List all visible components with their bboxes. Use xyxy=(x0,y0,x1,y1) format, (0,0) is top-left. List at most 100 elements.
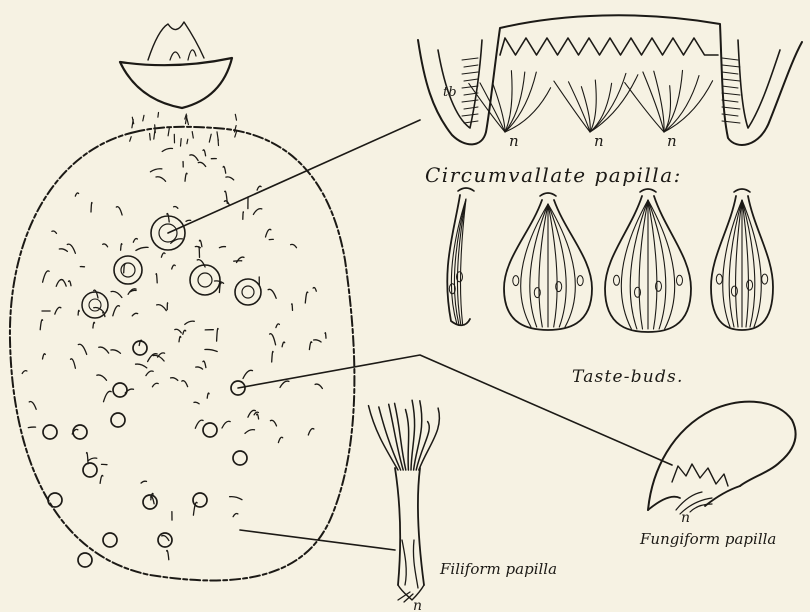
texture-stroke xyxy=(203,150,206,156)
texture-stroke xyxy=(29,401,36,409)
texture-stroke xyxy=(257,414,259,419)
taste-bud-nucleus xyxy=(513,276,519,286)
bud-hatch xyxy=(464,107,478,109)
texture-stroke xyxy=(205,349,217,351)
texture-stroke xyxy=(257,186,261,190)
texture-stroke xyxy=(195,420,203,428)
texture-stroke xyxy=(28,427,35,428)
label-nerve-2: n xyxy=(594,132,604,150)
texture-stroke xyxy=(157,305,167,311)
texture-stroke xyxy=(209,134,211,142)
texture-stroke xyxy=(199,247,200,257)
texture-stroke xyxy=(203,361,206,368)
texture-stroke xyxy=(233,514,238,517)
texture-stroke xyxy=(55,307,61,314)
texture-stroke xyxy=(87,453,89,464)
taste-bud-cell xyxy=(539,204,548,327)
label-nerve-5: n xyxy=(413,598,422,612)
texture-stroke xyxy=(223,166,226,173)
texture-stroke xyxy=(78,310,79,315)
filiform-thread xyxy=(414,401,422,470)
fungiform-dot xyxy=(73,425,87,439)
taste-bud xyxy=(711,189,773,330)
taste-bud xyxy=(605,189,691,332)
texture-stroke xyxy=(266,229,271,237)
texture-stroke xyxy=(93,322,95,328)
taste-bud-cell xyxy=(736,200,742,327)
texture-stroke xyxy=(185,321,195,324)
fungiform-dot xyxy=(103,533,117,547)
texture-stroke xyxy=(230,497,242,500)
texture-stroke xyxy=(196,367,203,369)
texture-stroke xyxy=(217,329,219,342)
texture-stroke xyxy=(162,148,172,151)
taste-bud-cell xyxy=(742,200,748,327)
fungiform-dot xyxy=(83,463,97,477)
bud-hatch xyxy=(722,86,738,88)
texture-stroke xyxy=(183,330,186,334)
taste-bud-cell xyxy=(521,204,548,327)
texture-stroke xyxy=(276,324,280,328)
texture-stroke xyxy=(313,287,316,291)
fungiform-dot xyxy=(113,383,127,397)
texture-stroke xyxy=(91,202,92,212)
taste-bud-nucleus xyxy=(747,280,753,290)
trench-buds xyxy=(462,58,740,123)
taste-bud xyxy=(504,193,592,330)
texture-stroke xyxy=(187,118,189,125)
texture-stroke xyxy=(43,271,50,282)
texture-stroke xyxy=(94,290,98,298)
texture-stroke xyxy=(192,132,193,138)
taste-bud-nucleus xyxy=(716,274,722,284)
label-circumvallate: Circumvallate papilla: xyxy=(425,163,682,187)
texture-stroke xyxy=(272,351,273,362)
texture-stroke xyxy=(315,384,322,388)
fungiform-dot xyxy=(193,493,207,507)
labels: Circumvallate papilla: Taste-buds. Filif… xyxy=(413,85,776,612)
taste-bud-pore xyxy=(540,193,556,196)
label-nerve-1: n xyxy=(509,132,519,150)
label-fungiform: Fungiform papilla xyxy=(639,530,776,548)
texture-stroke xyxy=(245,430,255,434)
fungiform-dot xyxy=(78,553,92,567)
label-filiform: Filiform papilla xyxy=(439,560,557,578)
texture-stroke xyxy=(278,437,282,442)
label-nerve-3: n xyxy=(667,132,677,150)
texture-stroke xyxy=(182,381,188,387)
texture-stroke xyxy=(198,162,205,166)
filiform-thread xyxy=(369,406,399,470)
bud-hatch xyxy=(462,58,478,60)
texture-stroke xyxy=(100,475,103,483)
bud-hatch xyxy=(462,114,478,116)
texture-stroke xyxy=(291,244,297,247)
fungiform-dot xyxy=(43,425,57,439)
texture-stroke xyxy=(185,173,187,181)
texture-stroke xyxy=(136,364,147,368)
texture-stroke xyxy=(40,320,42,330)
texture-stroke xyxy=(268,289,276,298)
texture-stroke xyxy=(222,421,230,428)
texture-stroke xyxy=(194,402,199,404)
taste-bud-cell xyxy=(648,200,657,329)
texture-stroke xyxy=(71,359,76,368)
circumvallate-section xyxy=(418,15,802,145)
taste-buds-drawing xyxy=(447,188,773,332)
texture-stroke xyxy=(167,213,169,222)
taste-bud-pore xyxy=(734,189,750,192)
texture-stroke xyxy=(168,128,169,136)
texture-stroke xyxy=(270,334,276,345)
texture-stroke xyxy=(59,249,67,252)
texture-stroke xyxy=(325,333,326,339)
taste-bud-cell xyxy=(639,200,648,329)
texture-stroke xyxy=(156,177,166,182)
texture-stroke xyxy=(136,247,148,250)
taste-bud-nucleus xyxy=(614,275,620,285)
texture-stroke xyxy=(161,253,165,257)
texture-stroke xyxy=(187,139,188,144)
tongue-drawing xyxy=(10,22,354,580)
nerve-fibres xyxy=(469,70,713,132)
texture-stroke xyxy=(111,291,122,297)
texture-stroke xyxy=(282,342,285,347)
texture-stroke xyxy=(111,350,121,353)
